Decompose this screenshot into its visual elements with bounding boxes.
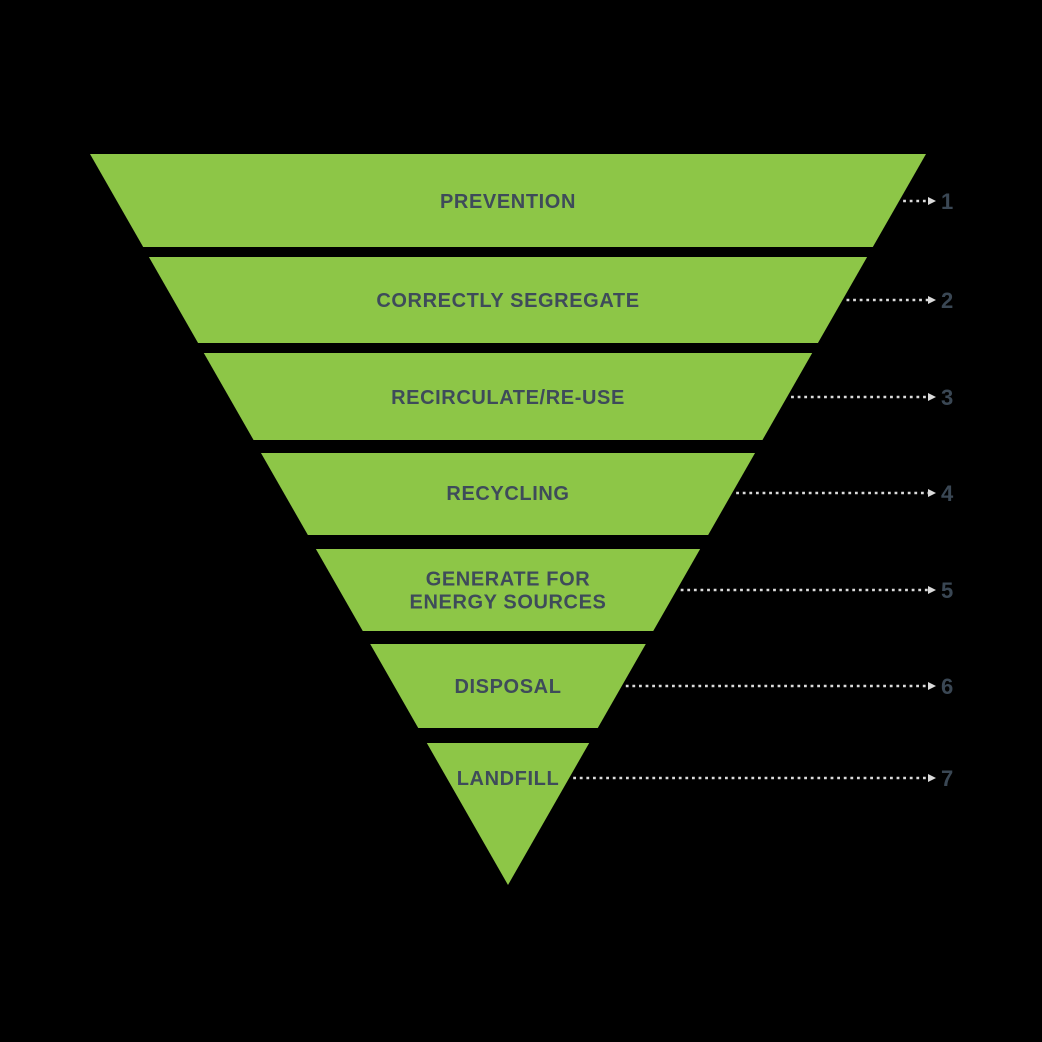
leader-arrow-icon <box>928 774 936 782</box>
leader-arrow-icon <box>928 586 936 594</box>
funnel-band-label-6: DISPOSAL <box>454 676 561 698</box>
leader-arrow-icon <box>928 393 936 401</box>
funnel-band-label-2: CORRECTLY SEGREGATE <box>376 290 639 312</box>
level-number-5: 5 <box>941 578 954 603</box>
leader-arrow-icon <box>928 489 936 497</box>
leader-arrow-icon <box>928 296 936 304</box>
funnel-band-6 <box>370 644 646 728</box>
leader-arrow-icon <box>928 197 936 205</box>
funnel-band-label-3: RECIRCULATE/RE-USE <box>391 387 625 409</box>
level-number-3: 3 <box>941 385 954 410</box>
level-number-2: 2 <box>941 288 954 313</box>
funnel-band-label-7: LANDFILL <box>457 768 560 790</box>
funnel-band-5 <box>315 549 701 631</box>
funnel-band-label-1: PREVENTION <box>440 191 576 213</box>
level-number-6: 6 <box>941 674 954 699</box>
level-number-4: 4 <box>941 481 954 506</box>
funnel-band-4 <box>260 453 756 535</box>
level-number-7: 7 <box>941 766 954 791</box>
funnel-band-7 <box>426 743 590 885</box>
funnel-band-3 <box>203 353 813 440</box>
funnel-band-2 <box>148 257 868 343</box>
level-number-1: 1 <box>941 189 954 214</box>
funnel-band-label-4: RECYCLING <box>446 483 569 505</box>
funnel-band-1 <box>90 154 926 247</box>
leader-arrow-icon <box>928 682 936 690</box>
